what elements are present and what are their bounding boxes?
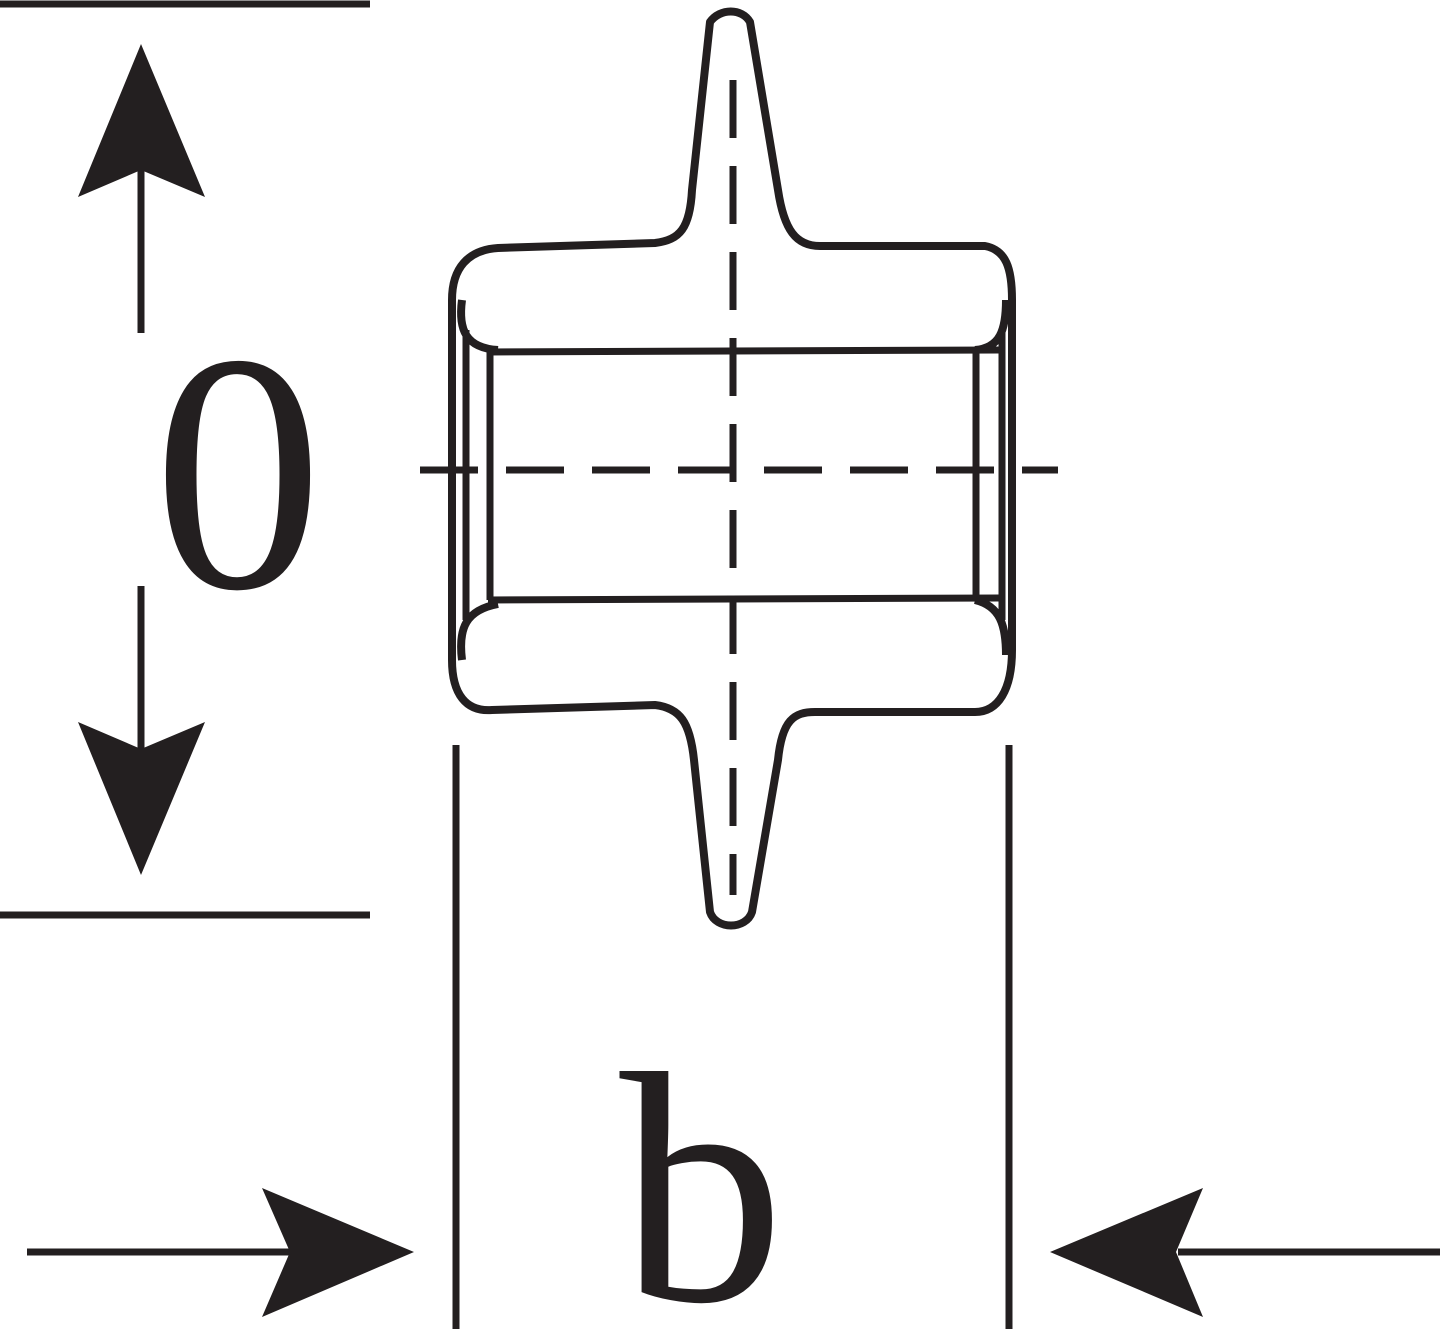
height-arrow-down-icon xyxy=(78,722,205,875)
width-arrow-left-icon xyxy=(1050,1188,1203,1317)
body-bottom-edge xyxy=(487,594,1001,604)
height-dimension-label: 0 xyxy=(153,284,323,661)
bit-outline xyxy=(448,7,1016,930)
lower-collar xyxy=(457,600,499,661)
height-arrow-up-icon xyxy=(78,44,205,197)
width-dimension-label: b xyxy=(620,1007,785,1329)
width-arrow-right-icon xyxy=(262,1188,414,1317)
body-top-edge xyxy=(487,346,1001,356)
